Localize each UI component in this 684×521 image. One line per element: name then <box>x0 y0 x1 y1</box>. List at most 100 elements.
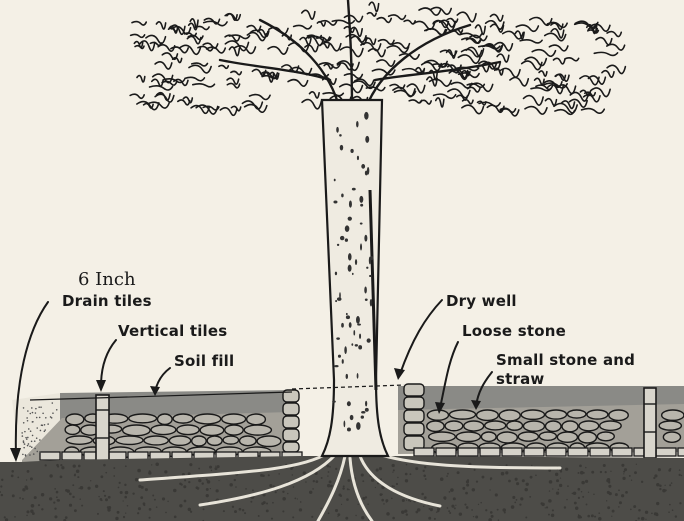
label-drain-tiles: Drain tiles <box>62 292 152 310</box>
soil-speck <box>656 502 659 505</box>
soil-speck <box>315 480 318 483</box>
bank-dot <box>31 407 33 409</box>
soil-speck <box>424 496 427 499</box>
bank-dot <box>36 427 38 429</box>
bark-mark <box>346 374 348 379</box>
bank-dot <box>50 416 52 418</box>
soil-speck <box>56 491 59 494</box>
soil-speck <box>446 475 448 477</box>
stone <box>464 421 484 431</box>
soil-speck <box>188 472 191 475</box>
soil-speck <box>348 489 349 490</box>
soil-speck <box>27 470 30 473</box>
stone <box>507 421 523 430</box>
bark-mark <box>365 401 367 407</box>
soil-speck <box>69 504 72 507</box>
soil-speck <box>621 494 624 497</box>
soil-speck <box>242 509 244 511</box>
drain-tile <box>546 448 566 456</box>
bark-mark <box>340 236 344 240</box>
soil-speck <box>120 491 123 494</box>
stone <box>485 421 506 430</box>
soil-speck <box>355 515 356 516</box>
bank-dot <box>29 445 31 447</box>
soil-speck <box>56 464 59 467</box>
bank-dot <box>27 420 29 422</box>
soil-speck <box>34 496 37 499</box>
soil-speck <box>624 468 627 471</box>
soil-speck <box>124 496 127 499</box>
soil-speck <box>578 472 580 474</box>
soil-speck <box>457 471 460 474</box>
soil-speck <box>345 517 348 520</box>
soil-speck <box>659 485 662 488</box>
soil-speck <box>425 478 427 480</box>
soil-speck <box>294 497 296 499</box>
soil-speck <box>162 497 165 500</box>
stone <box>65 425 80 434</box>
soil-speck <box>115 517 118 520</box>
drain-tile <box>678 448 684 456</box>
soil-speck <box>123 516 125 518</box>
soil-speck <box>512 496 515 499</box>
soil-speck <box>11 470 14 473</box>
soil-speck <box>636 464 637 465</box>
bank-dot <box>23 447 25 449</box>
label-small-stone-line2: straw <box>496 370 544 388</box>
bark-mark <box>356 422 360 430</box>
soil-speck <box>405 479 408 482</box>
soil-speck <box>12 494 15 497</box>
soil-speck <box>434 518 436 520</box>
soil-speck <box>598 512 600 514</box>
bank-dot <box>22 435 24 437</box>
soil-speck <box>560 478 561 479</box>
soil-speck <box>489 489 490 490</box>
soil-speck <box>638 517 640 519</box>
soil-speck <box>299 508 302 511</box>
bank-dot <box>32 435 34 437</box>
soil-speck <box>300 501 302 503</box>
bank-dot <box>23 440 25 442</box>
soil-speck <box>638 509 641 512</box>
soil-speck <box>581 491 582 492</box>
soil-speck <box>108 496 111 499</box>
soil-speck <box>505 471 508 474</box>
soil-speck <box>342 487 344 489</box>
soil-speck <box>504 511 506 513</box>
soil-speck <box>45 464 47 466</box>
soil-speck <box>79 498 81 500</box>
stone <box>158 414 173 424</box>
soil-speck <box>574 502 577 505</box>
soil-speck <box>641 517 645 521</box>
bark-mark <box>360 204 363 207</box>
stone <box>539 432 556 440</box>
soil-speck <box>669 484 671 486</box>
soil-speck <box>61 466 64 469</box>
soil-speck <box>450 488 454 492</box>
soil-speck <box>575 507 578 510</box>
soil-speck <box>17 476 19 478</box>
soil-speck <box>476 481 478 483</box>
soil-speck <box>347 488 349 490</box>
bark-mark <box>335 272 337 276</box>
drain-tile <box>590 448 610 456</box>
soil-speck <box>155 463 159 467</box>
stone <box>499 410 520 421</box>
soil-speck <box>455 505 456 506</box>
soil-speck <box>154 499 156 501</box>
soil-speck <box>580 471 584 475</box>
soil-speck <box>183 485 186 488</box>
soil-speck <box>669 468 671 470</box>
stone <box>568 410 586 418</box>
soil-speck <box>466 484 469 487</box>
soil-speck <box>56 496 58 498</box>
soil-speck <box>594 516 596 518</box>
drain-tile <box>480 448 500 456</box>
bark-mark <box>365 171 368 176</box>
soil-speck <box>391 485 393 487</box>
soil-speck <box>14 516 16 518</box>
soil-speck <box>558 489 560 491</box>
soil-speck <box>612 510 615 513</box>
soil-speck <box>340 495 342 497</box>
soil-speck <box>78 488 79 489</box>
